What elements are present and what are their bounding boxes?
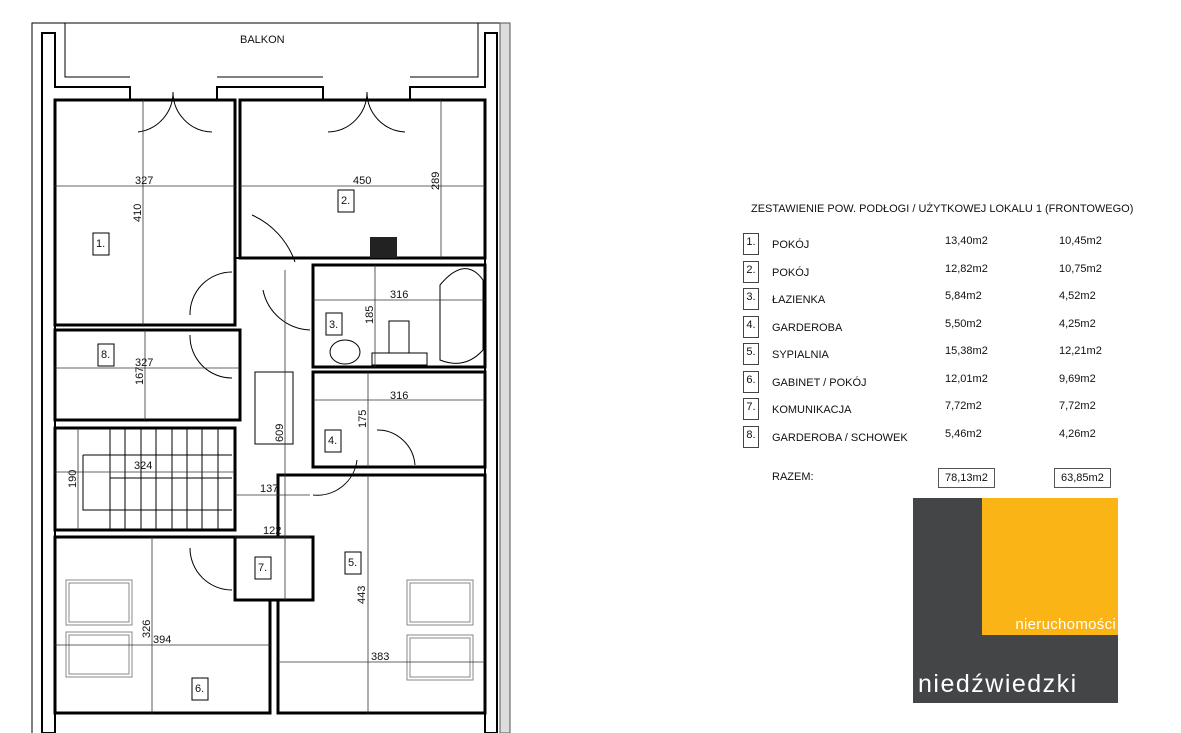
row-number: 4. (743, 315, 759, 338)
dim-r2-height: 289 (430, 172, 442, 190)
usable-area: 7,72m2 (1059, 400, 1096, 412)
usable-area: 4,26m2 (1059, 427, 1096, 440)
room-name: GABINET / POKÓJ (772, 376, 867, 389)
room-name: KOMUNIKACJA (772, 404, 852, 416)
room-name: POKÓJ (772, 239, 810, 251)
table-row: 2. POKÓJ 12,82m2 10,75m2 (740, 260, 1140, 285)
skylight (254, 371, 294, 445)
hatched-wall (499, 22, 511, 733)
logo-accent-block: nieruchomości (982, 498, 1118, 635)
table-row: 1. POKÓJ 13,40m2 10,45m2 (740, 233, 1140, 257)
dim-r8-width: 327 (135, 357, 153, 369)
room-name: GARDEROBA / SCHOWEK (772, 431, 908, 444)
room-label-1: 1. (96, 238, 105, 250)
company-logo: nieruchomości niedźwiedzki (913, 498, 1118, 703)
stair-treads (82, 428, 232, 530)
room-label-7: 7. (258, 562, 267, 574)
floor-plan: BALKON 1. 2. 3. 4. 5. 6. 7. 8. 327 410 4… (31, 22, 511, 733)
bathtub-icon (439, 268, 484, 364)
dim-r4-height: 175 (357, 410, 369, 428)
room-label-6: 6. (195, 683, 204, 695)
table-row: 4. GARDEROBA 5,50m2 4,25m2 (740, 315, 1140, 340)
floor-area: 5,46m2 (945, 427, 982, 440)
dim-r4-width: 316 (390, 390, 408, 402)
floor-area: 7,72m2 (945, 400, 982, 412)
row-number: 6. (743, 370, 759, 393)
dim-r6-width: 394 (153, 634, 171, 646)
usable-area: 9,69m2 (1059, 372, 1096, 385)
room-label-4: 4. (328, 435, 337, 447)
room-2 (238, 98, 487, 260)
doors (137, 91, 416, 591)
usable-area: 4,52m2 (1059, 290, 1096, 302)
floor-area: 12,82m2 (945, 262, 988, 275)
room-name: POKÓJ (772, 266, 810, 279)
dimension-lines (55, 100, 485, 713)
balcony-label: BALKON (240, 34, 285, 46)
room-name: SYPIALNIA (772, 349, 829, 361)
room-name: ŁAZIENKA (772, 294, 826, 306)
dim-r1-width: 327 (135, 175, 153, 187)
total-row: RAZEM: 78,13m2 63,85m2 (740, 468, 1140, 495)
vanity (371, 352, 428, 366)
room-7-corridor (233, 535, 315, 602)
row-number: 3. (743, 288, 759, 310)
table-row: 5. SYPIALNIA 15,38m2 12,21m2 (740, 343, 1140, 367)
total-label: RAZEM: (772, 471, 814, 483)
dim-r6-height: 326 (141, 620, 153, 638)
floor-area: 15,38m2 (945, 345, 988, 357)
dim-r3-height: 185 (364, 306, 376, 324)
row-number: 7. (743, 398, 759, 420)
dim-r5-height: 443 (356, 586, 368, 604)
dim-c1: 137 (260, 483, 278, 495)
room-3-bathroom (311, 263, 487, 369)
room-1 (53, 98, 237, 327)
total-usable: 63,85m2 (1054, 468, 1111, 488)
row-number: 8. (743, 425, 759, 448)
room-8 (53, 328, 242, 422)
table-row: 8. GARDEROBA / SCHOWEK 5,46m2 4,26m2 (740, 425, 1140, 450)
usable-area: 12,21m2 (1059, 345, 1102, 357)
table-row: 7. KOMUNIKACJA 7,72m2 7,72m2 (740, 398, 1140, 422)
dim-stairs-width: 324 (134, 460, 152, 472)
room-label-3: 3. (329, 319, 338, 331)
usable-area: 4,25m2 (1059, 317, 1096, 330)
room-label-2: 2. (341, 195, 350, 207)
dimension-labels: 327 410 450 289 316 185 327 167 316 175 … (67, 172, 442, 663)
room-4 (311, 370, 487, 469)
stairs (53, 426, 237, 532)
total-floor: 78,13m2 (938, 468, 995, 488)
room-name: GARDEROBA (772, 321, 843, 334)
logo-brand: niedźwiedzki (918, 670, 1078, 698)
room-label-5: 5. (348, 557, 357, 569)
floor-area: 5,50m2 (945, 317, 982, 330)
roof-windows (65, 579, 474, 681)
room-label-8: 8. (101, 349, 110, 361)
floor-area: 13,40m2 (945, 235, 988, 247)
dim-r1-height: 410 (132, 204, 144, 222)
balcony-rail (64, 23, 479, 78)
room-number-labels: 1. 2. 3. 4. 5. 6. 7. 8. (92, 189, 362, 701)
dim-r2-width: 450 (353, 175, 371, 187)
row-number: 2. (743, 260, 759, 283)
dim-r8-height: 167 (134, 367, 146, 385)
dim-r3-width: 316 (390, 289, 408, 301)
table-title: ZESTAWIENIE POW. PODŁOGI / UŻYTKOWEJ LOK… (751, 203, 1134, 215)
usable-area: 10,75m2 (1059, 262, 1102, 275)
stove-icon (370, 237, 397, 258)
logo-subtitle: nieruchomości (1015, 616, 1116, 633)
row-number: 5. (743, 343, 759, 365)
dim-c2: 122 (263, 525, 281, 537)
usable-area: 10,45m2 (1059, 235, 1102, 247)
table-row: 6. GABINET / POKÓJ 12,01m2 9,69m2 (740, 370, 1140, 395)
floor-area: 5,84m2 (945, 290, 982, 302)
table-row: 3. ŁAZIENKA 5,84m2 4,52m2 (740, 288, 1140, 312)
sink-icon (329, 339, 361, 365)
row-number: 1. (743, 233, 759, 255)
floor-area: 12,01m2 (945, 372, 988, 385)
dim-stairs-height: 190 (67, 470, 79, 488)
dim-corridor: 609 (274, 424, 286, 442)
dim-r5-width: 383 (371, 651, 389, 663)
